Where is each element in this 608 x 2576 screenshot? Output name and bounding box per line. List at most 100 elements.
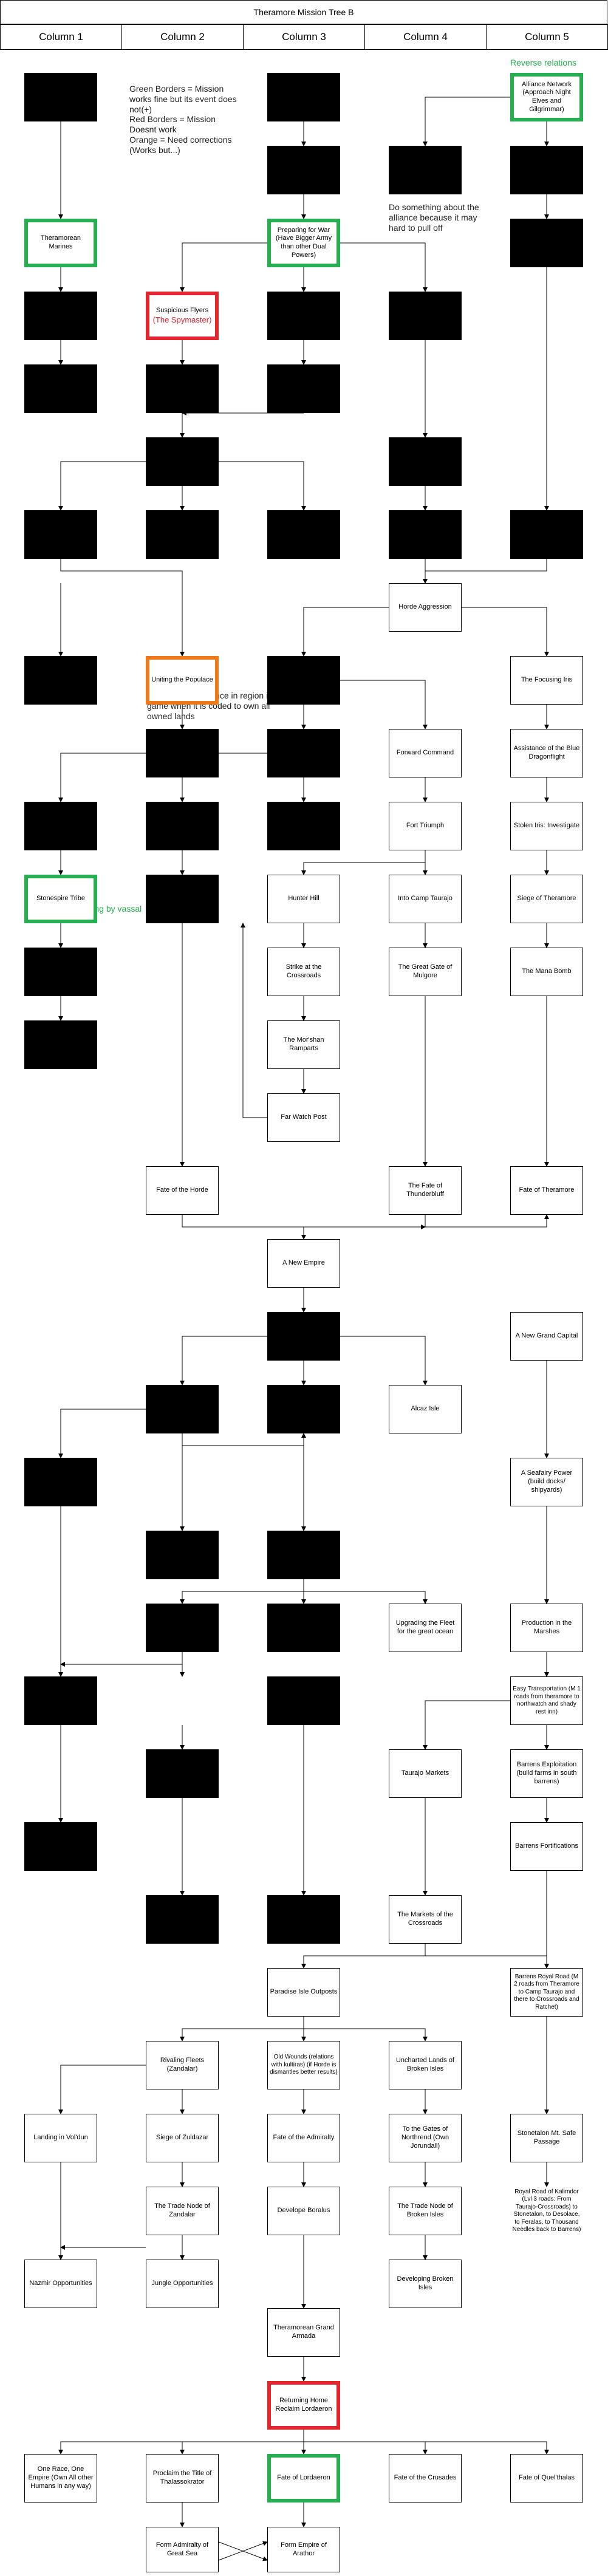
- connector: [58, 461, 182, 511]
- node-blue-dragonflight: Assistance of the Blue Dragonflight: [510, 729, 583, 777]
- node-fate-lordaeron: Fate of Lordaeron: [267, 2454, 340, 2503]
- redacted-node: [389, 292, 462, 340]
- connector: [425, 1955, 549, 1969]
- redacted-node: [146, 1604, 219, 1652]
- node-fate-of-thunderbluff: The Fate of Thunderbluff: [389, 1166, 462, 1215]
- column-header-3: Column 3: [243, 24, 365, 50]
- connector: [462, 607, 549, 657]
- node-uncharted-lands: Uncharted Lands of Broken Isles: [389, 2041, 462, 2089]
- node-stonespire-tribe: Stonespire Tribe: [24, 875, 97, 923]
- redacted-node: [146, 1895, 219, 1944]
- node-uniting-the-populace: Uniting the Populace: [146, 656, 219, 705]
- node-fort-triumph: Fort Triumph: [389, 802, 462, 850]
- redacted-node: [24, 656, 97, 705]
- node-a-new-empire: A New Empire: [267, 1239, 340, 1288]
- connector: [58, 2065, 182, 2114]
- node-suspicious-flyers-label: Suspicious Flyers: [155, 307, 209, 314]
- connector: [60, 559, 185, 657]
- redacted-node: [24, 802, 97, 850]
- redacted-node: [389, 146, 462, 194]
- node-alcaz-isle: Alcaz Isle: [389, 1385, 462, 1433]
- redacted-node: [146, 875, 219, 923]
- redacted-node: [146, 364, 219, 413]
- node-forward-command: Forward Command: [389, 729, 462, 777]
- reverse-relations-note: Reverse relations: [510, 58, 576, 67]
- redacted-node: [267, 1312, 340, 1361]
- node-form-empire-arathor: Form Empire of Arathor: [267, 2527, 340, 2572]
- column-header-2: Column 2: [121, 24, 244, 50]
- node-fate-of-theramore: Fate of Theramore: [510, 1166, 583, 1215]
- connector: [340, 680, 428, 729]
- node-old-wounds: Old Wounds (relations with kultiras) (if…: [267, 2041, 340, 2089]
- node-grand-armada: Theramorean Grand Armada: [267, 2308, 340, 2357]
- node-barrens-royal-road: Barrens Royal Road (M 2 roads from Thera…: [510, 1968, 583, 2017]
- redacted-node: [146, 802, 219, 850]
- node-markets-crossroads: The Markets of the Crossroads: [389, 1895, 462, 1944]
- node-far-watch-post: Far Watch Post: [267, 1093, 340, 1142]
- node-form-admiralty-great-sea: Form Admiralty of Great Sea: [146, 2527, 219, 2572]
- redacted-node: [24, 73, 97, 121]
- redacted-node: [267, 292, 340, 340]
- node-stonetalon-passage: Stonetalon Mt. Safe Passage: [510, 2114, 583, 2162]
- redacted-node: [24, 1676, 97, 1725]
- node-gates-northrend: To the Gates of Northrend (Own Jorundall…: [389, 2114, 462, 2162]
- connector: [304, 2028, 428, 2041]
- node-strike-at-crossroads: Strike at the Crossroads: [267, 948, 340, 996]
- connector: [180, 1591, 304, 1604]
- node-seafairy-power: A Seafairy Power (build docks/ shipyards…: [510, 1458, 583, 1506]
- node-into-camp-taurajo: Into Camp Taurajo: [389, 875, 462, 923]
- node-focusing-iris: The Focusing Iris: [510, 656, 583, 705]
- node-barrens-exploitation: Barrens Exploitation (build farms in sou…: [510, 1749, 583, 1798]
- node-stolen-iris: Stolen Iris: Investigate: [510, 802, 583, 850]
- node-mana-bomb: The Mana Bomb: [510, 948, 583, 996]
- node-taurajo-markets: Taurajo Markets: [389, 1749, 462, 1798]
- redacted-node: [267, 1531, 340, 1579]
- redacted-node: [24, 1822, 97, 1871]
- node-returning-home: Returning Home Reclaim Lordaeron: [267, 2381, 340, 2430]
- connector: [304, 1336, 428, 1385]
- redacted-node: [389, 510, 462, 559]
- alliance-note: Do something about the alliance because …: [389, 202, 479, 233]
- redacted-node: [267, 510, 340, 559]
- node-developing-broken-isles: Developing Broken Isles: [389, 2260, 462, 2308]
- node-alliance-network: Alliance Network (Approach Night Elves a…: [510, 73, 583, 121]
- node-great-gate-mulgore: The Great Gate of Mulgore: [389, 948, 462, 996]
- redacted-node: [267, 1385, 340, 1433]
- redacted-node: [146, 1385, 219, 1433]
- connector: [423, 1700, 547, 1750]
- redacted-node: [24, 948, 97, 996]
- redacted-node: [389, 437, 462, 486]
- node-suspicious-flyers-sub: (The Spymaster): [152, 315, 212, 324]
- connector: [182, 1433, 306, 1446]
- node-thalassokrator: Proclaim the Title of Thalassokrator: [146, 2454, 219, 2503]
- node-horde-aggression: Horde Aggression: [389, 583, 462, 632]
- connector: [180, 2028, 304, 2041]
- node-fate-crusades: Fate of the Crusades: [389, 2454, 462, 2503]
- redacted-node: [267, 656, 340, 705]
- redacted-node: [267, 1676, 340, 1725]
- connector: [182, 461, 306, 511]
- connector: [425, 1214, 549, 1228]
- redacted-node: [267, 73, 340, 121]
- page-title: Theramore Mission Tree B: [0, 0, 607, 24]
- connector: [301, 1944, 426, 1969]
- node-jungle-opportunities: Jungle Opportunities: [146, 2260, 219, 2308]
- node-preparing-for-war: Preparing for War (Have Bigger Army than…: [267, 219, 340, 267]
- node-fate-of-the-horde: Fate of the Horde: [146, 1166, 219, 1215]
- redacted-node: [146, 510, 219, 559]
- column-header-1: Column 1: [0, 24, 122, 50]
- connector: [241, 923, 267, 1118]
- redacted-node: [510, 146, 583, 194]
- connector: [58, 2441, 304, 2455]
- node-siege-of-theramore: Siege of Theramore: [510, 875, 583, 923]
- node-develope-boralus: Develope Boralus: [267, 2187, 340, 2235]
- redacted-node: [510, 510, 583, 559]
- column-header-5: Column 5: [486, 24, 608, 50]
- redacted-node: [146, 1749, 219, 1798]
- node-paradise-isle-outposts: Paradise Isle Outposts: [267, 1968, 340, 2017]
- node-fate-quelthalas: Fate of Quel'thalas: [510, 2454, 583, 2503]
- redacted-node: [146, 729, 219, 777]
- redacted-node: [24, 1458, 97, 1506]
- node-trade-node-broken-isles: The Trade Node of Broken Isles: [389, 2187, 462, 2235]
